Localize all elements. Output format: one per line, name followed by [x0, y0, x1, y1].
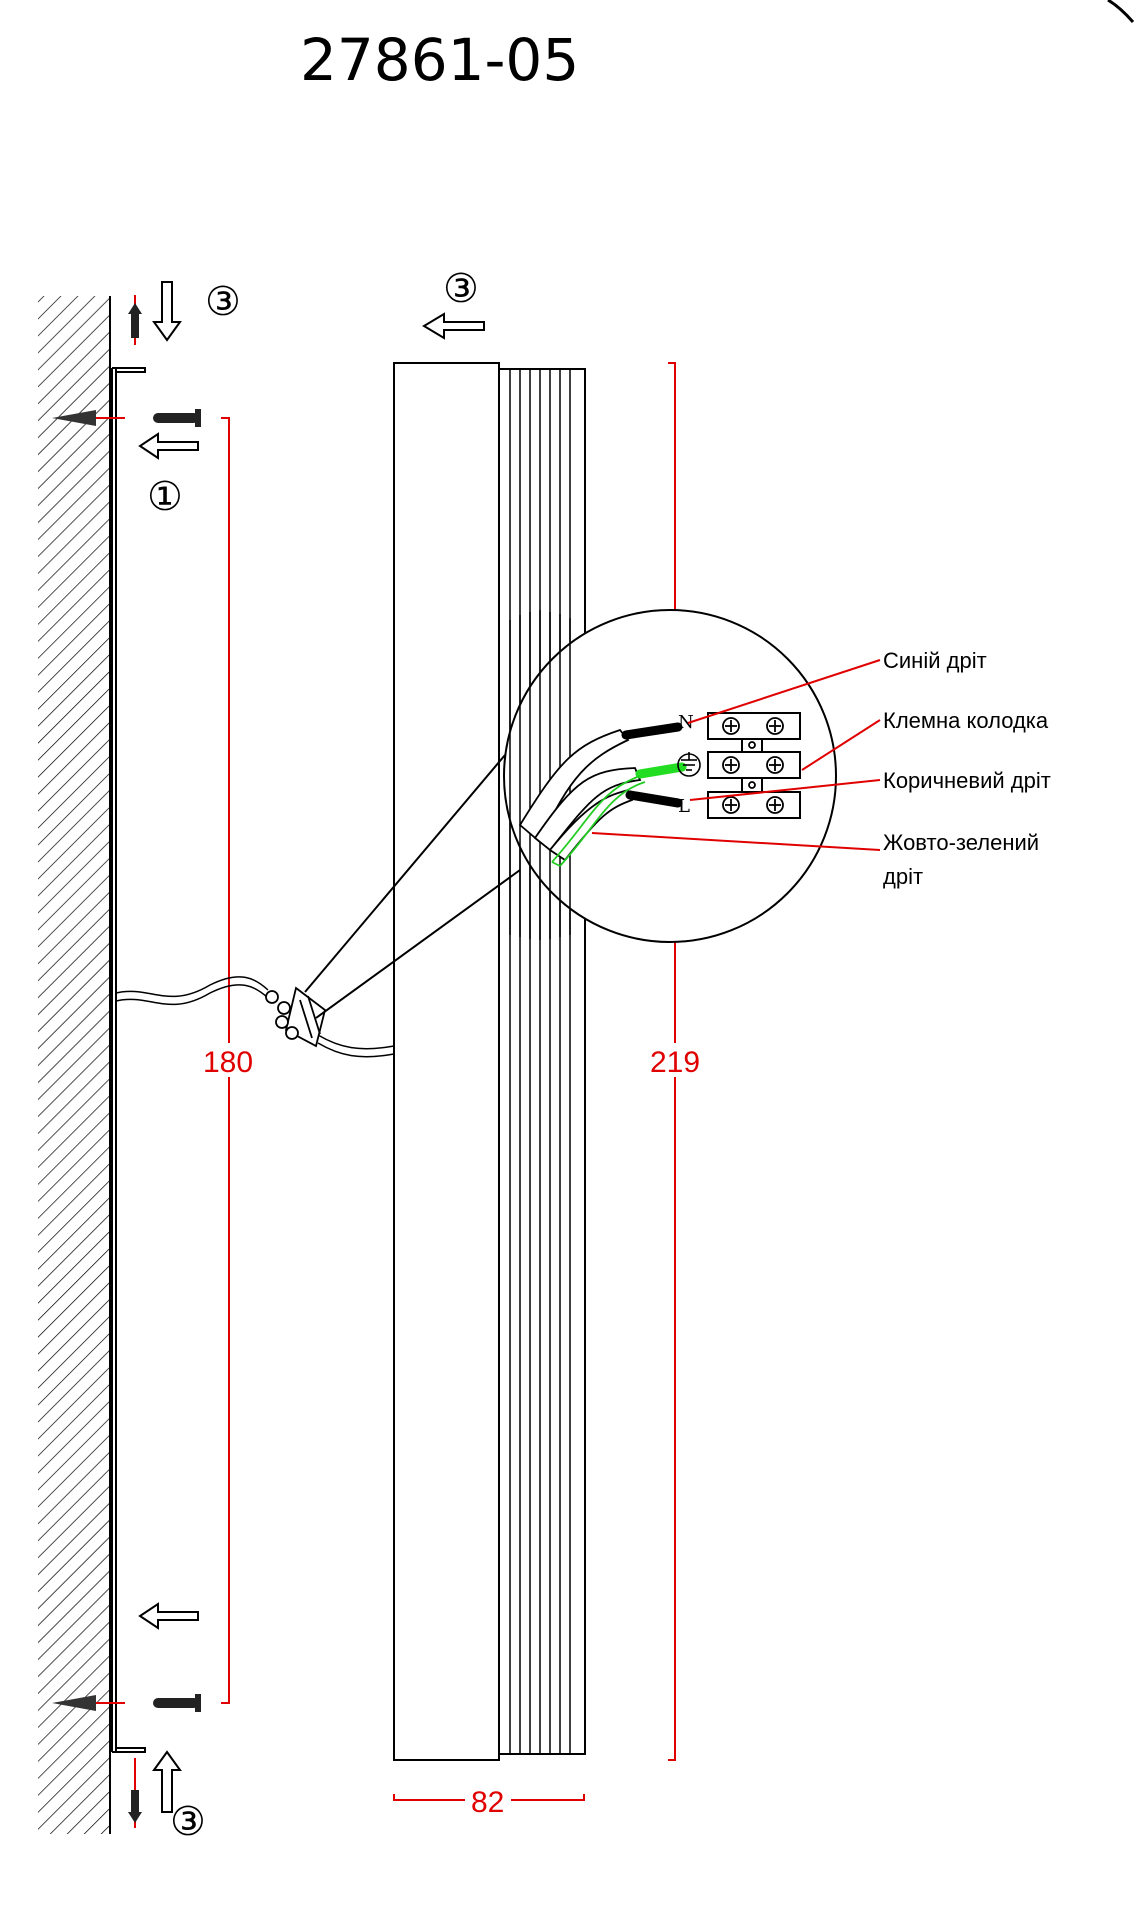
terminal-block-label: Клемна колодка — [883, 708, 1049, 733]
bottom-set-screw — [128, 1758, 142, 1828]
neutral-wire — [621, 722, 683, 740]
step-3-fixture-top: ③ — [443, 266, 479, 312]
terminal-screws — [722, 717, 784, 814]
mount-height-value: 180 — [203, 1046, 253, 1079]
ground-wire-label-line2: дріт — [883, 864, 923, 889]
ground-wire — [551, 762, 687, 867]
ground-wire-label-line1: Жовто-зелений — [883, 830, 1039, 855]
live-wire — [625, 790, 683, 808]
neutral-terminal-mark: N — [678, 712, 694, 733]
supply-cable — [115, 976, 395, 1058]
corner-mark — [1107, 0, 1135, 23]
live-terminal-mark: L — [678, 796, 690, 817]
detail-callout-lines — [304, 754, 521, 1019]
ground-symbol-icon — [677, 752, 701, 777]
top-screw — [52, 409, 201, 427]
terminal-block — [707, 712, 801, 819]
step-3-bottom: ③ — [170, 1799, 206, 1845]
bottom-screw — [52, 1694, 201, 1712]
left-arrow-icon — [138, 432, 199, 460]
model-number-title: 27861-05 — [300, 26, 579, 94]
brown-wire-label: Коричневий дріт — [883, 768, 1051, 793]
fixture-body — [393, 362, 586, 1761]
up-arrow-icon — [152, 1750, 182, 1813]
depth-value: 82 — [471, 1786, 504, 1819]
step-1-label: ① — [147, 474, 183, 520]
leader-lines — [591, 659, 881, 851]
wall — [38, 296, 111, 1834]
wire-connector — [265, 986, 327, 1048]
fixture-fins — [509, 369, 571, 1754]
detail-circle — [503, 609, 837, 943]
total-height-value: 219 — [650, 1046, 700, 1079]
top-set-screw — [128, 295, 142, 345]
left-arrow-icon — [138, 1602, 199, 1630]
mounting-plate — [111, 367, 146, 1753]
down-arrow-icon — [152, 281, 182, 342]
left-arrow-icon — [422, 312, 485, 340]
step-3-wall-top: ③ — [205, 279, 241, 325]
blue-wire-label: Синій дріт — [883, 648, 987, 673]
